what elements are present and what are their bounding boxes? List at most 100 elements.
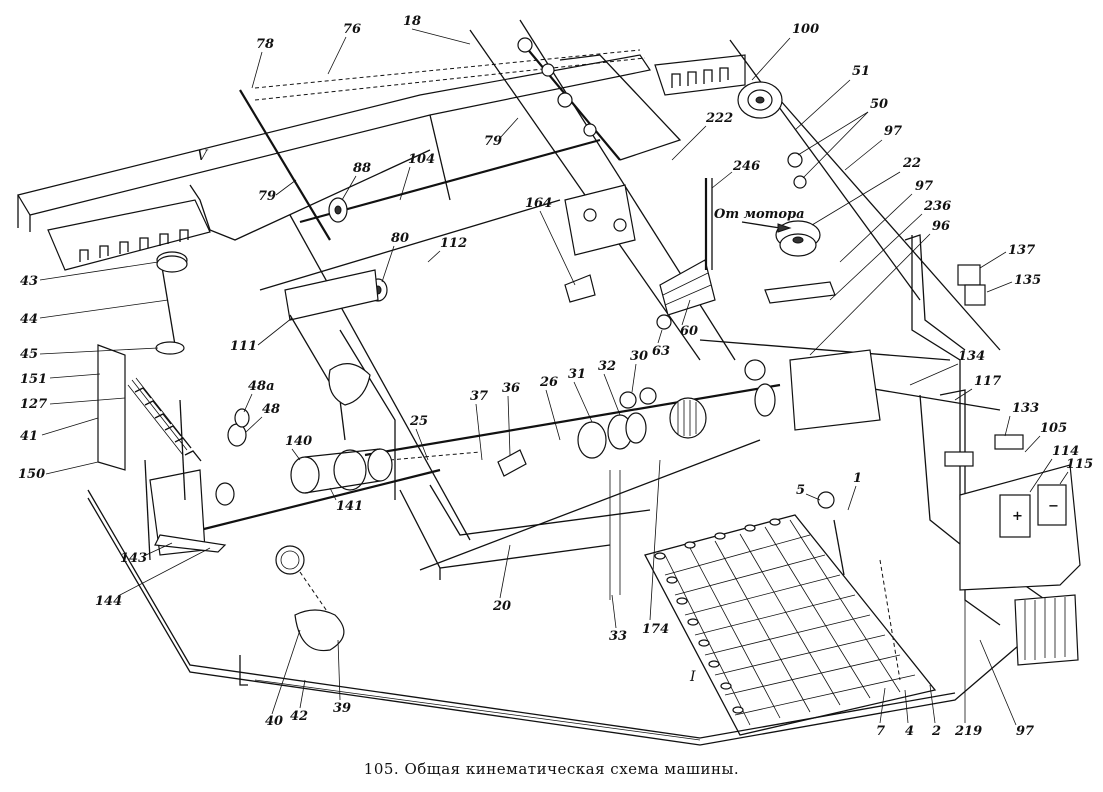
comb-plate-right [654,54,746,96]
gear-30 [619,387,657,409]
label-164: 164 [525,196,552,211]
label-60: 60 [680,324,698,339]
motor-label: От мотора [714,207,805,222]
label-30: 30 [630,349,648,364]
label-32: 32 [598,359,616,374]
figure-caption: 105. Общая кинематическая схема машины. [363,760,740,778]
label-4: 4 [905,724,914,739]
label-45: 45 [20,347,38,362]
gears-50 [787,152,807,189]
label-144: 144 [95,594,122,609]
label-43: 43 [20,274,38,289]
label-78: 78 [256,37,274,52]
label-41: 41 [20,429,38,444]
contacts-block: + − [959,464,1081,666]
label-33: 33 [609,629,627,644]
label-143: 143 [120,551,147,566]
label-79b: 79 [258,189,276,204]
coupling-36 [497,449,527,477]
label-115: 115 [1066,457,1093,472]
label-44: 44 [20,312,38,327]
part-labels: 78 76 18 100 51 50 97 22 97 236 96 246 2… [18,14,1093,739]
label-140: 140 [285,434,312,449]
label-236: 236 [923,199,951,214]
label-96: 96 [932,219,950,234]
label-134: 134 [958,349,985,364]
label-51: 51 [852,64,870,79]
label-105: 105 [1040,421,1067,436]
label-135: 135 [1014,273,1041,288]
label-222: 222 [705,111,733,126]
label-76: 76 [343,22,361,37]
comb-plate-left [47,199,211,271]
svg-text:+: + [1012,509,1023,524]
label-219: 219 [954,724,982,739]
gear-88 [328,197,348,223]
label-48: 48 [262,402,280,417]
label-22: 22 [902,156,921,171]
label-141: 141 [336,499,363,514]
label-97c: 97 [1016,724,1034,739]
label-151: 151 [20,372,47,387]
label-25: 25 [409,414,428,429]
label-50: 50 [870,97,888,112]
label-246: 246 [732,159,760,174]
label-63: 63 [652,344,670,359]
gear-48 [227,408,250,447]
label-88: 88 [353,161,371,176]
gear-63 [656,314,672,330]
label-26: 26 [539,375,558,390]
label-97a: 97 [884,124,902,139]
label-36: 36 [502,381,520,396]
right-frame [789,234,1024,626]
label-150: 150 [18,467,45,482]
label-111: 111 [230,339,257,354]
top-housing-v [17,54,682,241]
upper-center-mechanism [517,37,636,303]
label-79a: 79 [484,134,502,149]
sprocket-45 [155,341,185,355]
base-frame [87,489,1062,746]
carriage-frame [399,470,651,600]
label-174: 174 [642,622,669,637]
label-133: 133 [1012,401,1039,416]
gear-143 [215,482,305,575]
component-5 [817,491,845,576]
drum-31 [577,421,607,459]
label-40: 40 [265,714,283,729]
label-117: 117 [974,374,1001,389]
label-137: 137 [1008,243,1035,258]
label-20: 20 [492,599,511,614]
cam-40 [294,609,345,652]
label-2: 2 [931,724,941,739]
label-100: 100 [792,22,819,37]
label-112: 112 [440,236,467,251]
label-97b: 97 [915,179,933,194]
label-31: 31 [568,367,586,382]
label-18: 18 [403,14,421,29]
label-1: 1 [853,471,862,486]
label-5: 5 [796,483,805,498]
label-7: 7 [876,724,885,739]
barrel-gear [669,397,707,439]
wheel-32 [607,412,647,450]
label-42: 42 [290,709,308,724]
label-104: 104 [408,152,435,167]
gear-right-pair [744,359,776,417]
label-127: 127 [20,397,47,412]
label-roman-i: I [689,669,696,685]
label-48a: 48а [248,379,275,394]
label-80: 80 [391,231,409,246]
lever-frame-111 [284,269,396,500]
gear-60-sector [659,259,716,316]
matrix-grid-i [644,514,937,736]
gear-100 [737,81,783,119]
pulley-140 [290,448,393,494]
label-roman-v: V [197,148,209,164]
label-37: 37 [470,389,488,404]
label-39: 39 [333,701,351,716]
rack-assembly-left [97,344,227,561]
svg-text:−: − [1048,499,1059,514]
label-114: 114 [1052,444,1079,459]
